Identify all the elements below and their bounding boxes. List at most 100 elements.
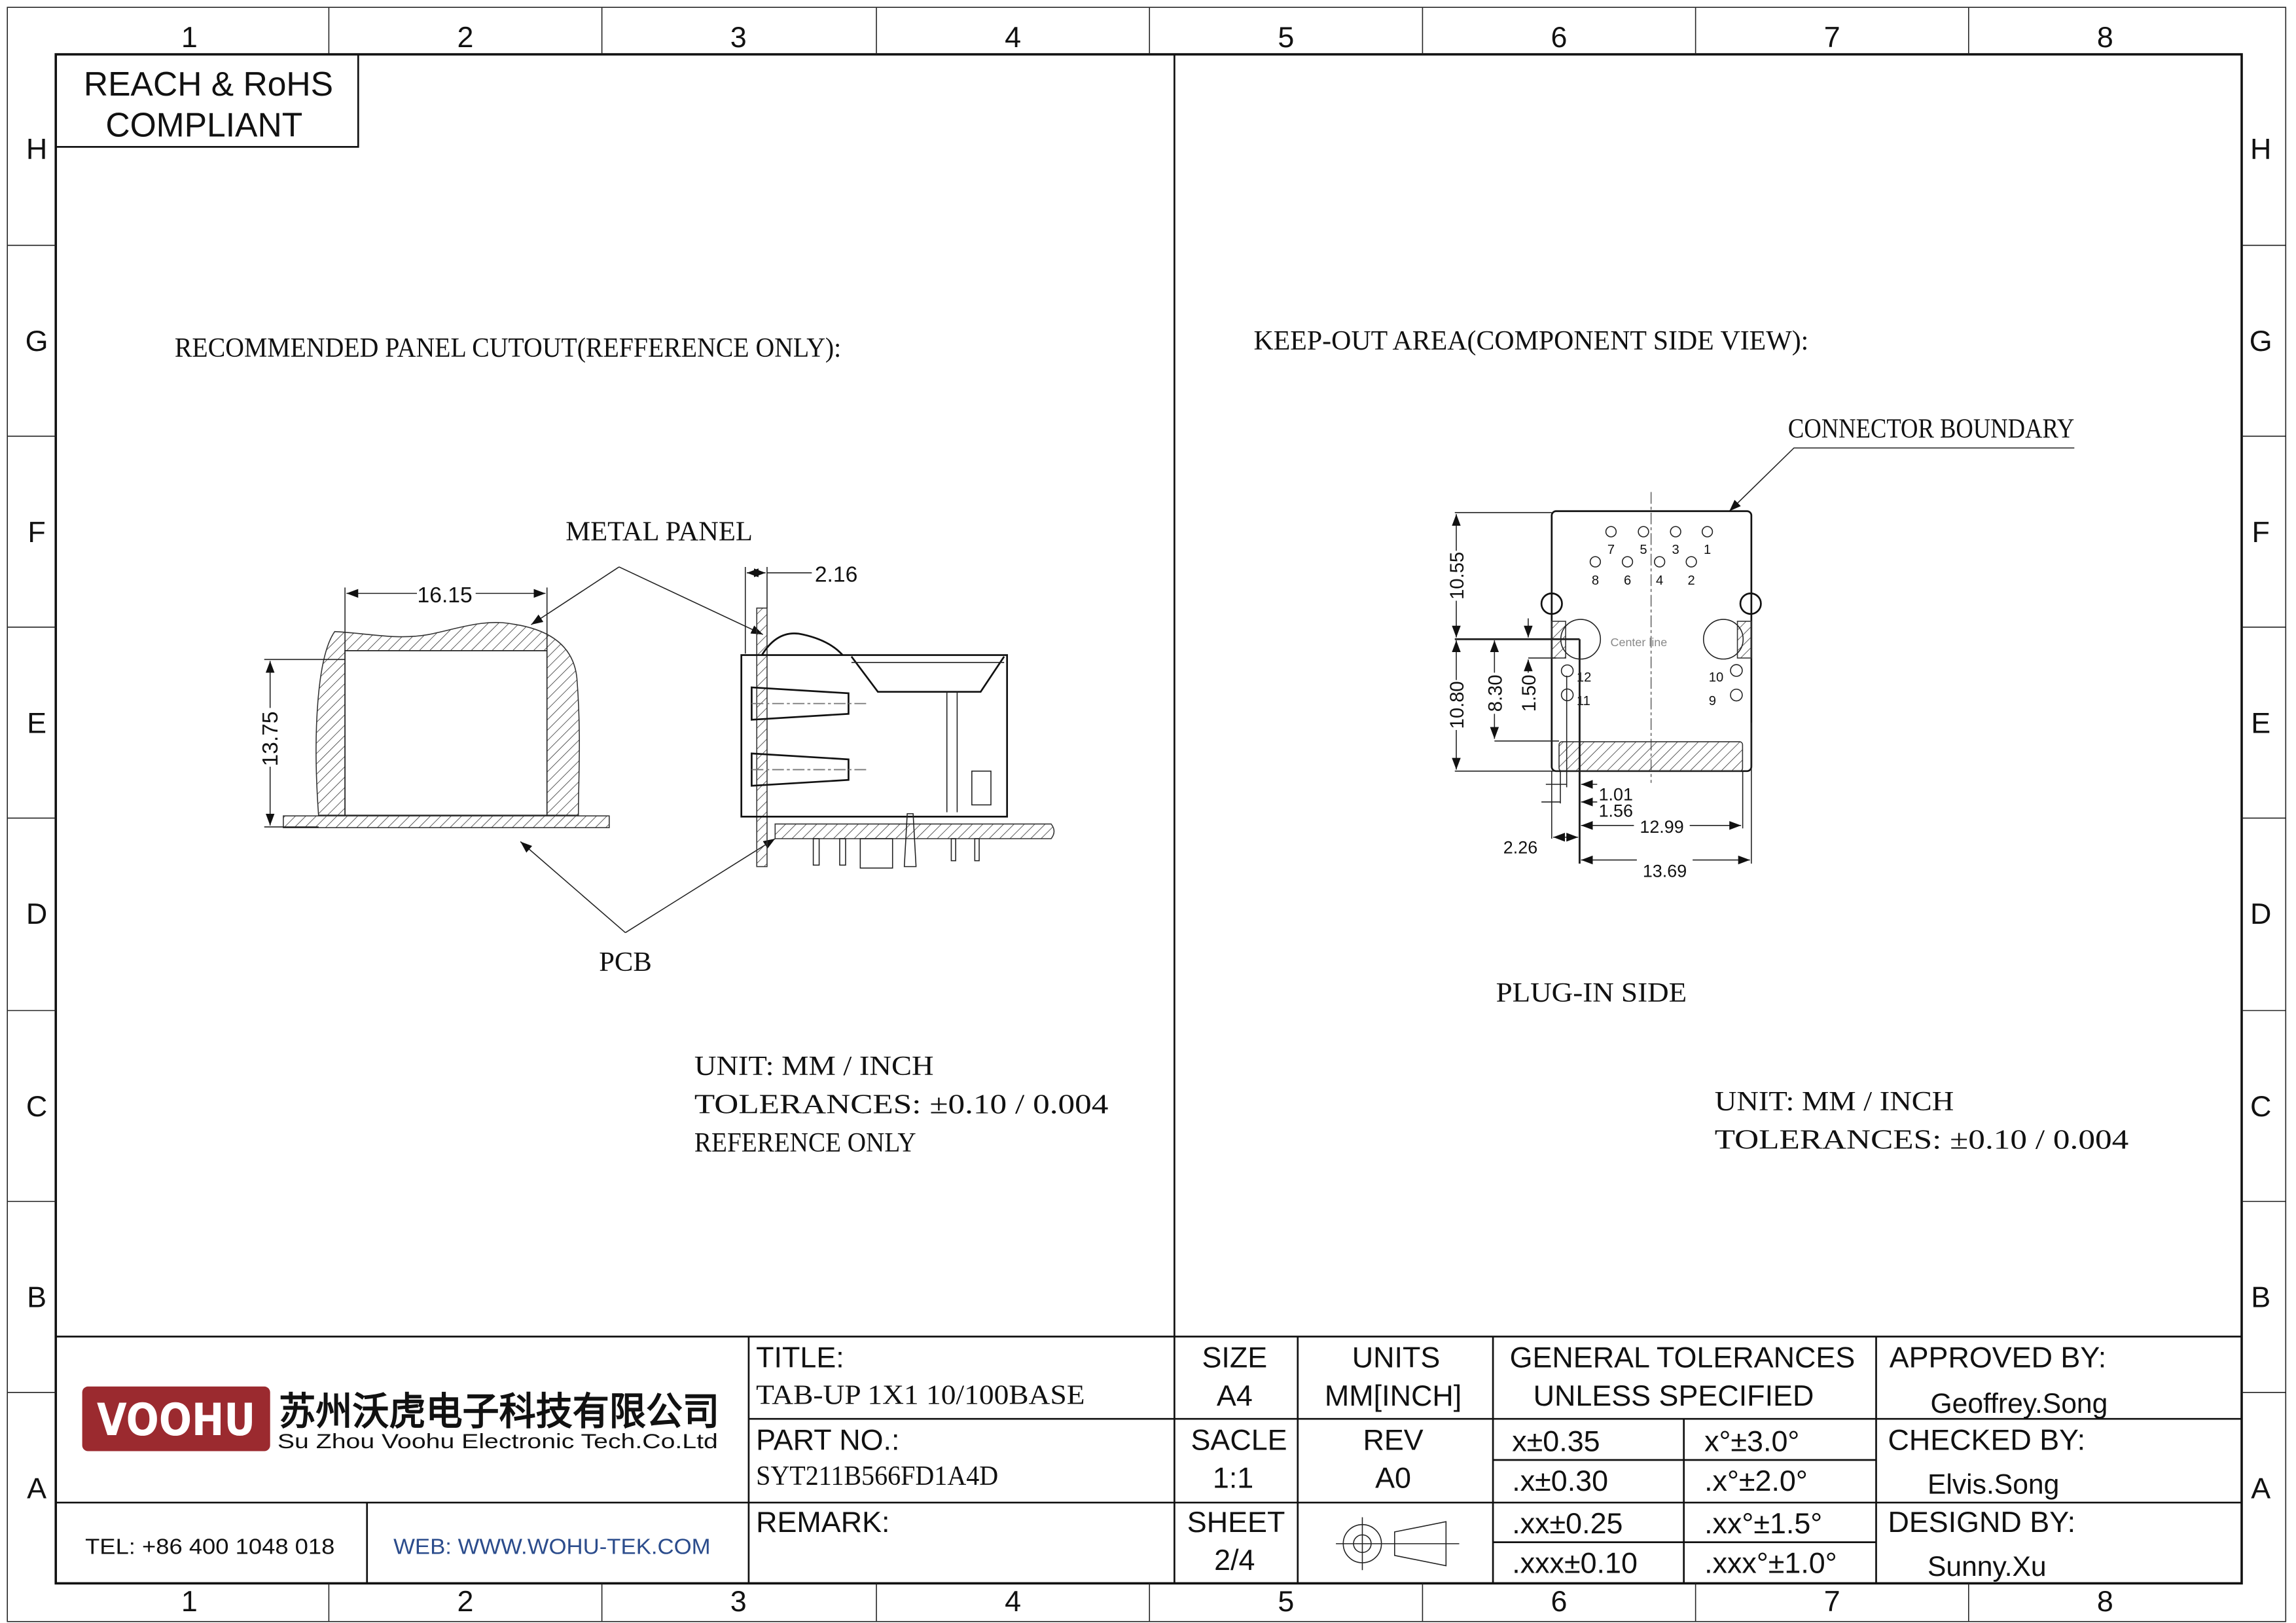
checked-by-label: CHECKED BY: <box>1888 1423 2085 1456</box>
general-tolerances-label: GENERAL TOLERANCES <box>1510 1341 1856 1374</box>
pin-number: 4 <box>1656 574 1663 588</box>
rev-value: A0 <box>1375 1461 1411 1495</box>
grid-row-label-left: B <box>27 1281 46 1314</box>
pin-number: 7 <box>1607 543 1615 557</box>
port-slot-lower <box>751 752 850 787</box>
right-view-heading: KEEP-OUT AREA(COMPONENT SIDE VIEW): <box>1253 325 1808 356</box>
boundary-leader <box>1729 447 2075 512</box>
sheet-value: 2/4 <box>1214 1543 1255 1577</box>
svg-text:10: 10 <box>1709 670 1723 685</box>
linear-tolerance: .xx±0.25 <box>1512 1506 1623 1540</box>
svg-text:10.55: 10.55 <box>1447 552 1468 600</box>
cutout-opening <box>344 650 548 817</box>
compliance-line1: REACH & RoHS <box>84 65 333 103</box>
grid-column-label-bottom: 6 <box>1551 1584 1568 1618</box>
grid-column-label-top: 6 <box>1551 20 1568 54</box>
led-window <box>971 771 992 806</box>
angular-tolerance: x°±3.0° <box>1704 1425 1799 1458</box>
designed-by-name: Sunny.Xu <box>1928 1551 2047 1582</box>
grid-row-label-left: F <box>27 515 45 549</box>
rev-label: REV <box>1363 1423 1423 1456</box>
svg-text:TOLERANCES: ±0.10 / 0.004: TOLERANCES: ±0.10 / 0.004 <box>1715 1124 2129 1155</box>
panel-section <box>756 607 768 867</box>
company-tel: TEL: +86 400 1048 018 <box>85 1535 334 1559</box>
dim-13-75: 13.75 <box>258 659 346 828</box>
svg-text:1.01: 1.01 <box>1599 785 1633 805</box>
compliance-box: REACH & RoHS COMPLIANT <box>54 53 359 148</box>
grid-column-label-top: 4 <box>1005 20 1021 54</box>
svg-text:UNIT: MM / INCH: UNIT: MM / INCH <box>1715 1086 1954 1117</box>
size-value: A4 <box>1217 1379 1253 1412</box>
svg-text:16.15: 16.15 <box>418 583 473 608</box>
left-view-heading: RECOMMENDED PANEL CUTOUT(REFFERENCE ONLY… <box>175 333 841 363</box>
leader-lines <box>520 566 776 934</box>
svg-text:TOLERANCES: ±0.10 / 0.004: TOLERANCES: ±0.10 / 0.004 <box>694 1089 1109 1120</box>
mount-hole-right <box>1739 593 1762 615</box>
grid-column-label-top: 1 <box>181 20 198 54</box>
grid-column-label-bottom: 8 <box>2097 1584 2113 1618</box>
company-name-cn: 苏州沃虎电子科技有限公司 <box>279 1391 719 1433</box>
svg-text:2.26: 2.26 <box>1503 837 1537 857</box>
unless-specified-label: UNLESS SPECIFIED <box>1534 1379 1814 1412</box>
svg-text:VOOHU: VOOHU <box>97 1395 255 1446</box>
pin-number: 2 <box>1688 574 1695 588</box>
scale-label: SACLE <box>1191 1423 1287 1456</box>
company-web: WEB: WWW.WOHU-TEK.COM <box>393 1535 710 1559</box>
angular-tolerance: .x°±2.0° <box>1704 1464 1808 1497</box>
pin-number: 1 <box>1704 543 1711 557</box>
grid-row-label-left: E <box>27 706 46 739</box>
pcb-section-left <box>283 815 610 828</box>
pin-number: 3 <box>1672 543 1679 557</box>
approved-by-label: APPROVED BY: <box>1890 1341 2107 1374</box>
grid-row-label-right: E <box>2251 706 2270 739</box>
left-notes: UNIT: MM / INCH TOLERANCES: ±0.10 / 0.00… <box>694 1051 1109 1158</box>
pin-number: 5 <box>1640 543 1647 557</box>
grid-column-label-bottom: 1 <box>181 1584 198 1618</box>
pin-hole <box>1685 556 1697 568</box>
dim-16-15: 16.15 <box>344 581 548 651</box>
checked-by-name: Elvis.Song <box>1928 1469 2059 1501</box>
compliance-line2: COMPLIANT <box>105 106 302 144</box>
svg-text:12.99: 12.99 <box>1640 817 1683 837</box>
tab-opening <box>850 656 1005 693</box>
grid-column-label-bottom: 2 <box>457 1584 474 1618</box>
svg-text:8.30: 8.30 <box>1486 675 1507 712</box>
panel-cutout-view: RECOMMENDED PANEL CUTOUT(REFFERENCE ONLY… <box>175 333 1109 1158</box>
linear-tolerance: .x±0.30 <box>1512 1464 1608 1497</box>
grid-row-label-left: D <box>26 897 47 930</box>
pcb-label: PCB <box>599 947 652 977</box>
company-name-en: Su Zhou Voohu Electronic Tech.Co.Ltd <box>278 1430 718 1453</box>
part-no-value: SYT211B566FD1A4D <box>756 1461 998 1491</box>
pin-hole <box>1654 556 1666 568</box>
dim-2-16: 2.16 <box>744 562 857 654</box>
center-line-label: Center line <box>1611 636 1668 649</box>
units-value: MM[INCH] <box>1325 1379 1462 1412</box>
title-label: TITLE: <box>756 1341 844 1374</box>
grid-column-label-bottom: 7 <box>1824 1584 1840 1618</box>
pin-hole <box>1621 556 1634 568</box>
connector-body <box>740 654 1009 818</box>
plug-in-side-label: PLUG-IN SIDE <box>1496 977 1687 1008</box>
grid-column-label-top: 5 <box>1278 20 1294 54</box>
svg-text:10.80: 10.80 <box>1447 681 1468 729</box>
grid-row-label-left: A <box>27 1471 46 1504</box>
grid-column-label-bottom: 4 <box>1005 1584 1021 1618</box>
right-notes: UNIT: MM / INCH TOLERANCES: ±0.10 / 0.00… <box>1715 1086 2129 1155</box>
svg-text:UNIT: MM / INCH: UNIT: MM / INCH <box>694 1051 934 1082</box>
svg-text:1.56: 1.56 <box>1599 801 1633 820</box>
svg-text:REFERENCE ONLY: REFERENCE ONLY <box>694 1127 916 1158</box>
grid-row-label-right: G <box>2250 324 2272 357</box>
mount-hole-left <box>1540 593 1563 615</box>
grid-column-label-bottom: 3 <box>730 1584 747 1618</box>
grid-column-label-top: 8 <box>2097 20 2113 54</box>
grid-column-label-top: 2 <box>457 20 474 54</box>
pin-hole <box>1589 556 1602 568</box>
pin-number: 6 <box>1624 574 1631 588</box>
scale-value: 1:1 <box>1213 1461 1253 1495</box>
svg-text:13.75: 13.75 <box>259 711 283 766</box>
grid-row-label-left: C <box>26 1089 47 1123</box>
linear-tolerance: x±0.35 <box>1512 1425 1600 1458</box>
